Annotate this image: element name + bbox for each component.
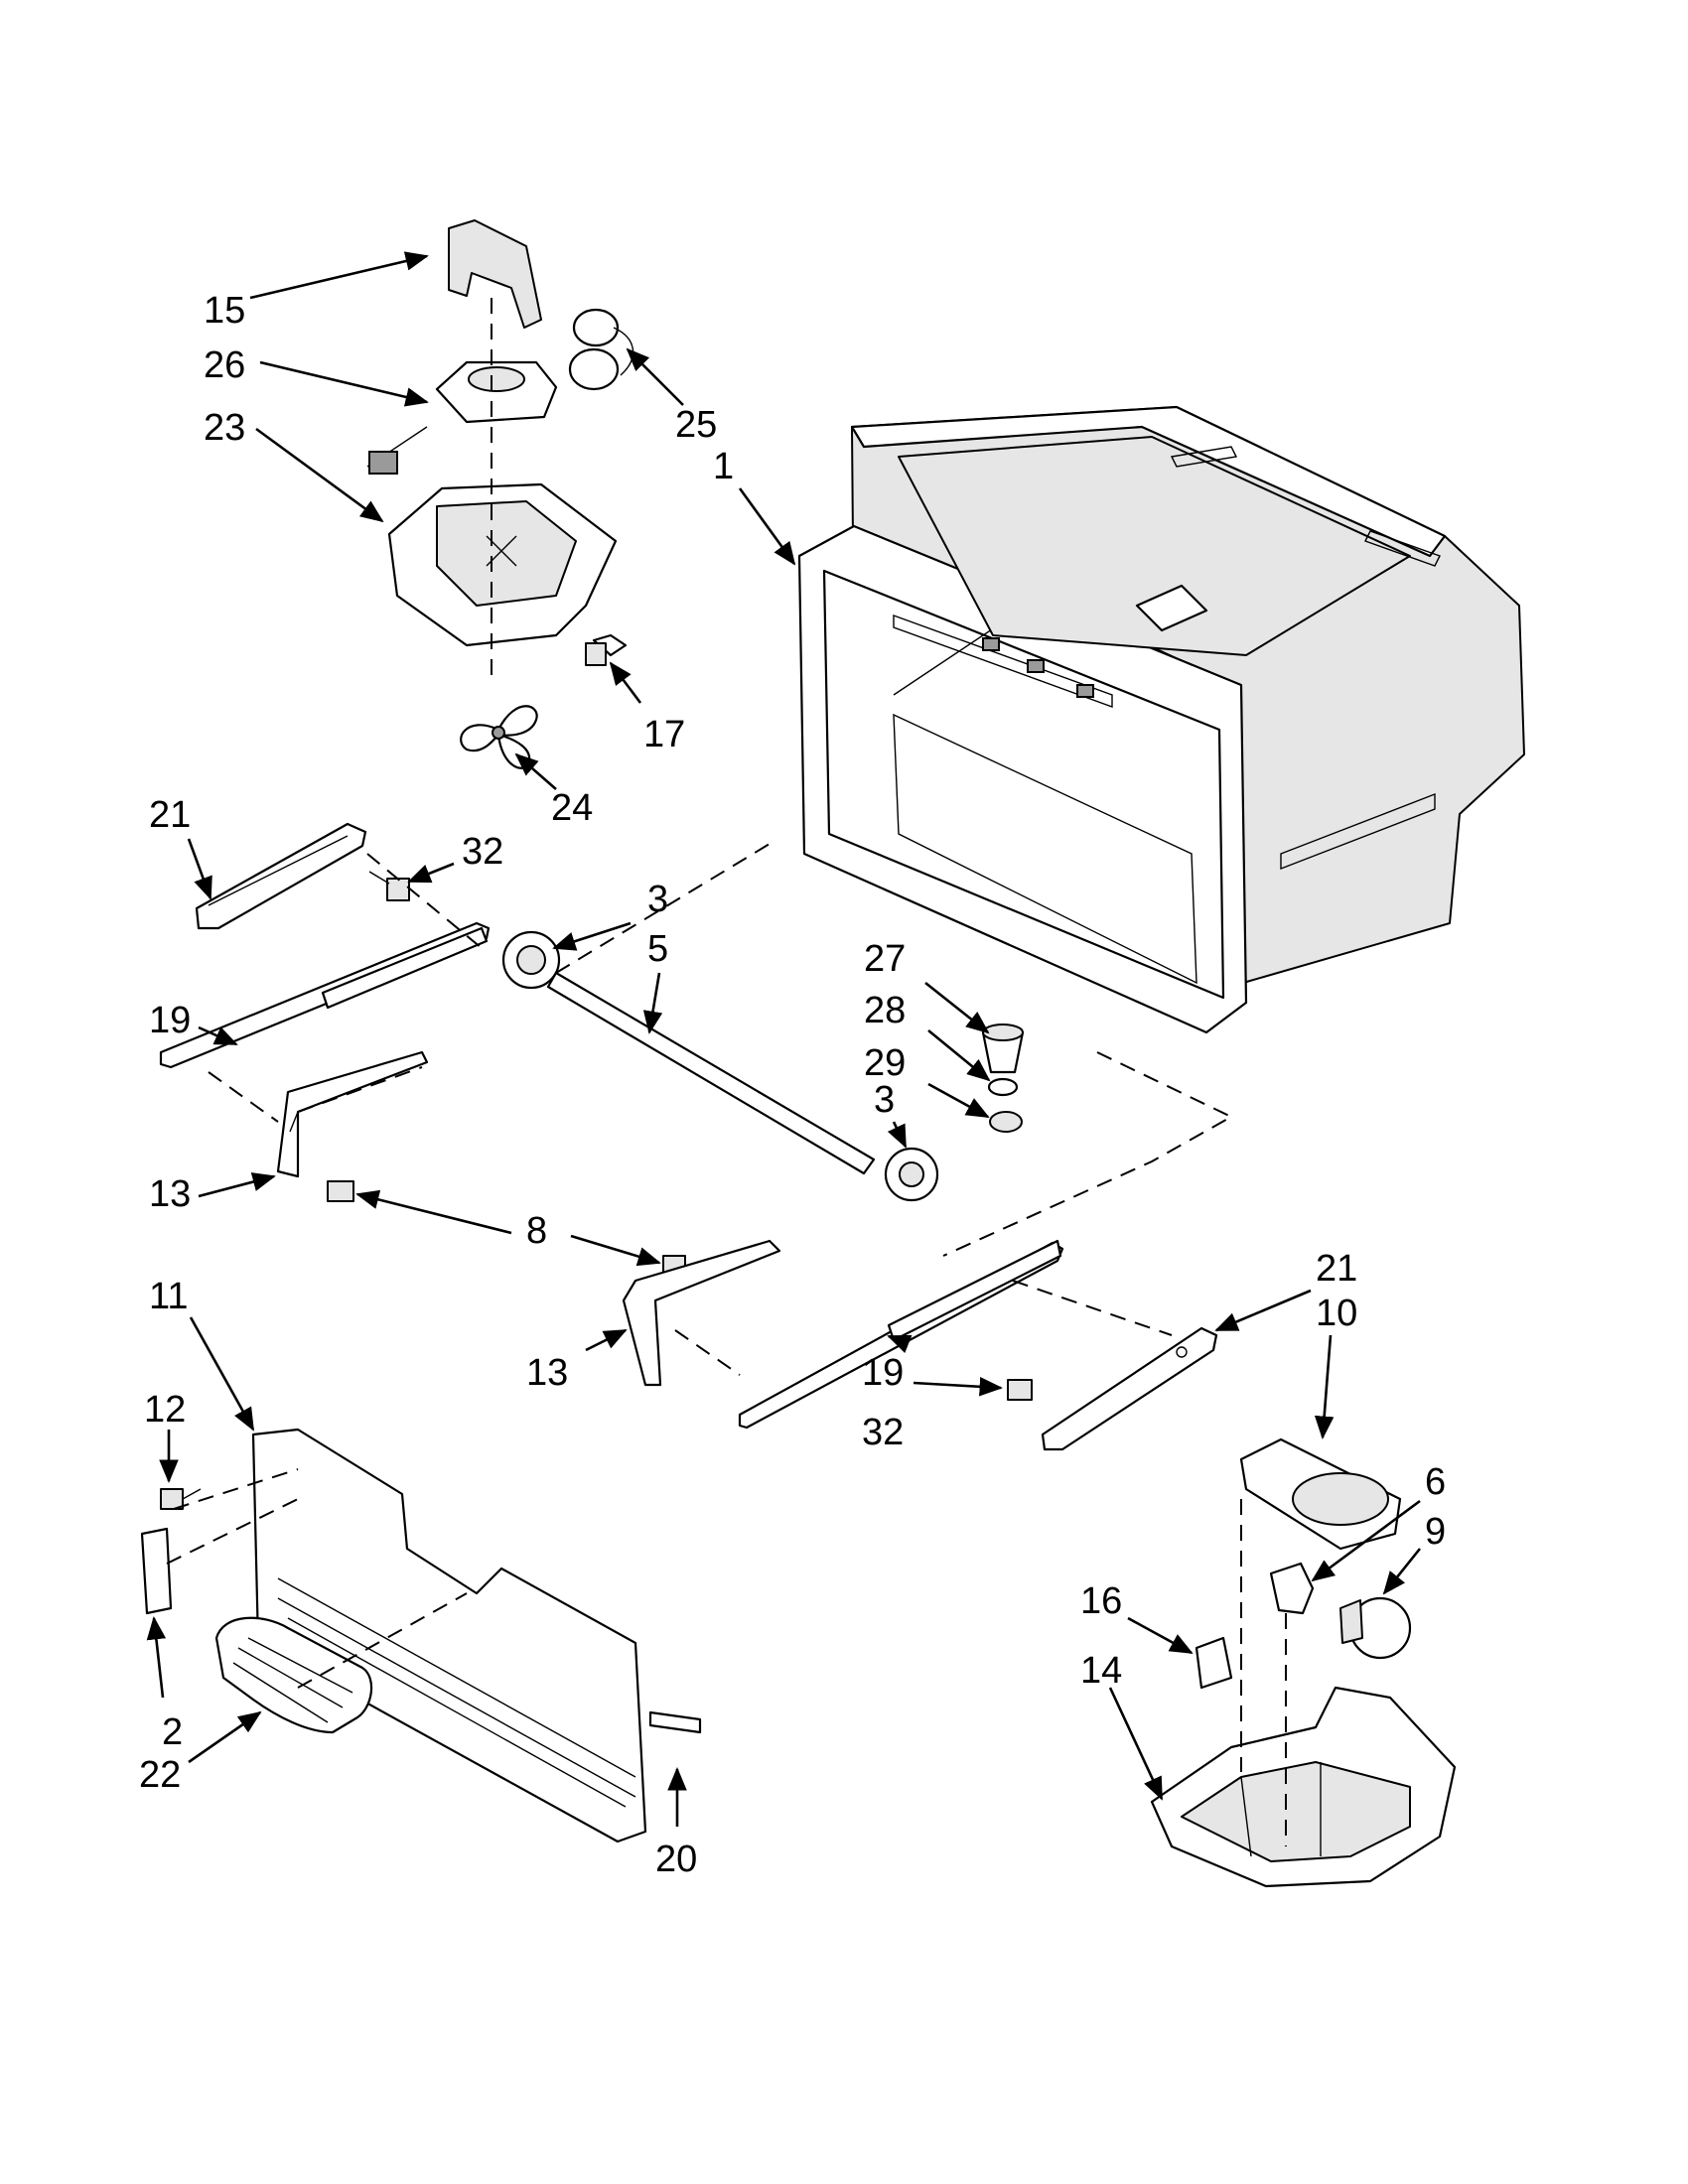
part-screw-8-left [327, 1180, 354, 1202]
part-panel-11 [251, 1428, 647, 1843]
part-grille-22 [214, 1616, 373, 1734]
callout-11: 11 [149, 1276, 188, 1317]
part-light-cover-10 [1239, 1437, 1402, 1551]
part-washer-29 [989, 1111, 1023, 1133]
part-fan-bracket [448, 219, 542, 329]
part-slide-bracket-left [195, 822, 367, 930]
callout-21-lower: 21 [1316, 1248, 1357, 1290]
callout-19-upper: 19 [149, 1000, 191, 1041]
callout-9: 9 [1425, 1511, 1446, 1553]
callout-12: 12 [144, 1389, 186, 1431]
callout-5: 5 [647, 928, 668, 970]
callout-28: 28 [864, 990, 906, 1031]
part-gear-lower [884, 1147, 939, 1202]
part-slide-bracket-right [1041, 1326, 1218, 1451]
part-fan-housing [387, 482, 618, 647]
part-screw-32-lower [1007, 1379, 1033, 1401]
callout-24: 24 [551, 787, 593, 829]
callout-21-upper: 21 [149, 794, 191, 836]
callout-25: 25 [675, 404, 717, 446]
callout-20: 20 [655, 1839, 697, 1880]
callout-13-upper: 13 [149, 1173, 191, 1215]
callout-6: 6 [1425, 1461, 1446, 1503]
callout-16: 16 [1080, 1580, 1122, 1622]
callout-3-upper: 3 [647, 879, 668, 920]
part-slide-13-right [622, 1239, 781, 1387]
callout-29: 29 [864, 1042, 906, 1084]
callout-32-lower: 32 [862, 1412, 904, 1453]
part-axle [546, 971, 876, 1175]
part-strip-20 [648, 1710, 702, 1734]
part-cover-2 [140, 1527, 173, 1615]
callout-26: 26 [204, 344, 245, 386]
callout-1: 1 [713, 446, 734, 487]
part-bulb-9 [1339, 1596, 1412, 1660]
callout-22: 22 [139, 1754, 181, 1796]
part-ring-28 [987, 1077, 1019, 1097]
leader-lines [146, 251, 1422, 1827]
part-gear-upper [501, 930, 561, 990]
callout-32-upper: 32 [462, 831, 503, 873]
callout-3-lower: 3 [874, 1079, 895, 1121]
callout-17: 17 [643, 714, 685, 755]
part-socket-6 [1269, 1562, 1315, 1615]
callout-2: 2 [162, 1711, 183, 1753]
callout-19-lower: 19 [862, 1352, 904, 1394]
part-slide-13-left [276, 1050, 429, 1178]
part-motor-grommets [568, 308, 634, 391]
callout-15: 15 [204, 290, 245, 332]
callout-labels: 15 26 23 25 1 17 24 21 32 3 5 19 27 28 2… [139, 290, 1446, 1880]
callout-8: 8 [526, 1210, 547, 1252]
part-screw-12 [160, 1488, 202, 1510]
callout-14: 14 [1080, 1650, 1122, 1692]
part-fan-motor [366, 360, 558, 475]
part-screw-17 [585, 633, 628, 666]
part-cap-27 [981, 1024, 1025, 1074]
part-switch-16 [1195, 1636, 1233, 1690]
callout-23: 23 [204, 407, 245, 449]
callout-10: 10 [1316, 1293, 1357, 1334]
callout-13-lower: 13 [526, 1352, 568, 1394]
callout-27: 27 [864, 938, 906, 980]
part-fan-blade [460, 705, 538, 769]
part-drawer-bin [797, 405, 1525, 1034]
part-screw-32-upper [368, 871, 410, 901]
part-light-housing-14 [1150, 1686, 1457, 1888]
part-rail-19-left [159, 921, 491, 1069]
